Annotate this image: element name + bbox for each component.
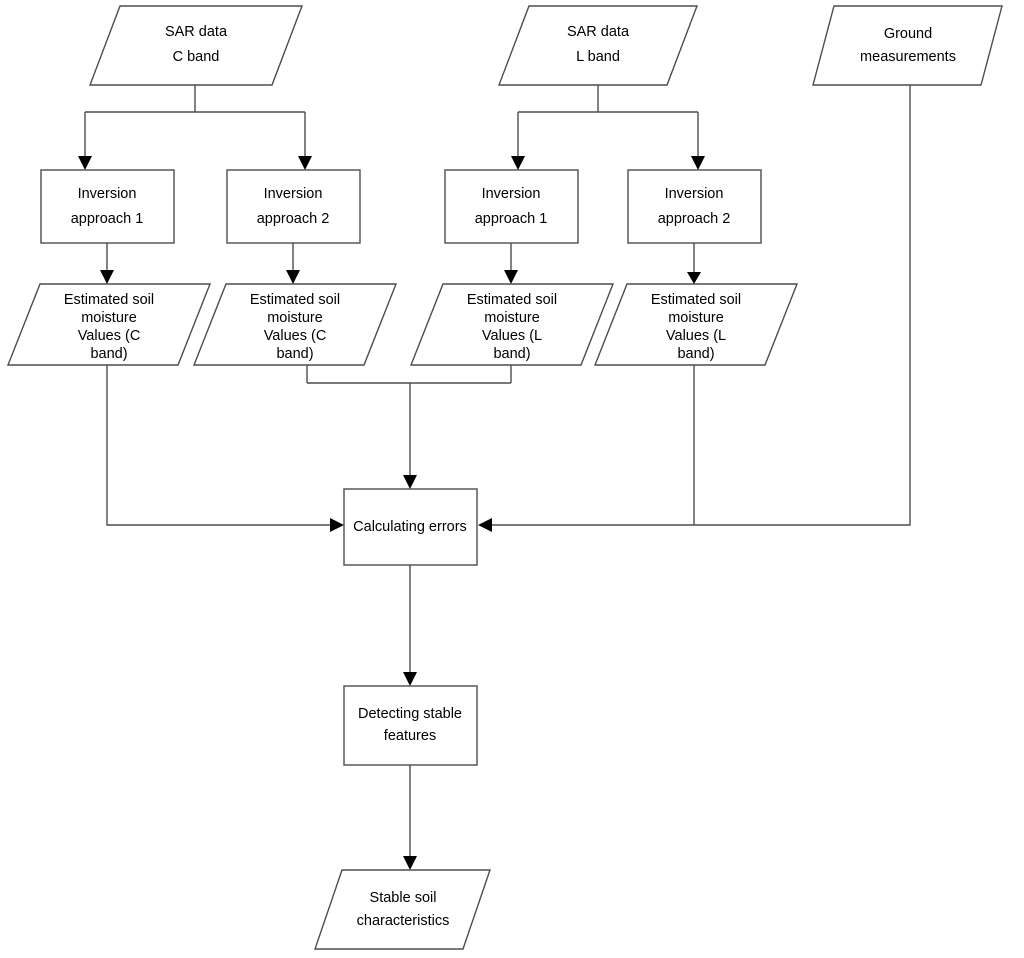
est-l2-label-line1: Estimated soil (651, 292, 741, 308)
ground-label-line2: measurements (860, 49, 956, 65)
edge-ground-to-calc (492, 85, 911, 526)
node-inversion-approach-1-c[interactable]: Inversion approach 1 (40, 169, 175, 244)
inv-c2-label-line1: Inversion (264, 186, 323, 202)
node-estimated-soil-moisture-l-2[interactable]: Estimated soil moisture Values (L band) (593, 283, 799, 366)
sar-c-label-line2: C band (173, 49, 220, 65)
detect-label-line1: Detecting stable (358, 706, 462, 722)
arrowhead-invl2-to-estl2 (687, 272, 701, 284)
est-c2-label-line3: Values (C (264, 328, 327, 344)
edge-estc1-to-calc (106, 365, 330, 526)
est-c1-parallelogram[interactable] (6, 283, 212, 366)
sar-c-label-line1: SAR data (165, 24, 228, 40)
node-inversion-approach-1-l[interactable]: Inversion approach 1 (444, 169, 579, 244)
est-l1-parallelogram[interactable] (409, 283, 615, 366)
arrowhead-sar-l-to-inv1 (511, 156, 525, 170)
ground-label-line1: Ground (884, 26, 932, 42)
est-c1-label-line4: band) (90, 346, 127, 362)
est-c2-parallelogram[interactable] (192, 283, 398, 366)
sar-l-parallelogram[interactable] (497, 5, 699, 86)
arrowhead-sar-c-to-inv2 (298, 156, 312, 170)
est-c2-label-line2: moisture (267, 310, 323, 326)
connector-layer (78, 85, 911, 870)
arrowhead-invc2-to-estc2 (286, 270, 300, 284)
edge-estc2-estl1-merge-to-calc (306, 365, 512, 478)
node-stable-soil-characteristics[interactable]: Stable soil characteristics (314, 869, 491, 950)
node-estimated-soil-moisture-l-1[interactable]: Estimated soil moisture Values (L band) (409, 283, 615, 366)
arrowhead-merge-to-calc (403, 475, 417, 489)
node-estimated-soil-moisture-c-1[interactable]: Estimated soil moisture Values (C band) (6, 283, 212, 366)
sar-l-label-line1: SAR data (567, 24, 630, 40)
arrowhead-estc1-to-calc (330, 518, 344, 532)
node-calculating-errors[interactable]: Calculating errors (343, 488, 478, 566)
arrowhead-invl1-to-estl1 (504, 270, 518, 284)
arrowhead-sar-l-to-inv2 (691, 156, 705, 170)
inv-l2-rect[interactable] (627, 169, 762, 244)
stable-parallelogram[interactable] (314, 869, 491, 950)
est-l1-label-line2: moisture (484, 310, 540, 326)
calc-errors-rect[interactable] (343, 488, 478, 566)
inv-c2-rect[interactable] (226, 169, 361, 244)
node-sar-data-l-band[interactable]: SAR data L band (497, 5, 699, 86)
est-l1-label-line1: Estimated soil (467, 292, 557, 308)
node-sar-data-c-band[interactable]: SAR data C band (88, 5, 304, 86)
inv-l1-rect[interactable] (444, 169, 579, 244)
inv-l1-label-line2: approach 1 (475, 211, 548, 227)
sar-c-parallelogram[interactable] (88, 5, 304, 86)
ground-parallelogram[interactable] (812, 5, 1003, 86)
est-l2-parallelogram[interactable] (593, 283, 799, 366)
est-c1-label-line3: Values (C (78, 328, 141, 344)
est-l2-label-line2: moisture (668, 310, 724, 326)
inv-c1-label-line1: Inversion (78, 186, 137, 202)
inv-l2-label-line2: approach 2 (658, 211, 731, 227)
detect-rect[interactable] (343, 685, 478, 766)
inv-l2-label-line1: Inversion (665, 186, 724, 202)
inv-c2-label-line2: approach 2 (257, 211, 330, 227)
arrowhead-sar-c-to-inv1 (78, 156, 92, 170)
est-l1-label-line3: Values (L (482, 328, 542, 344)
detect-label-line2: features (384, 728, 436, 744)
inv-l1-label-line1: Inversion (482, 186, 541, 202)
node-estimated-soil-moisture-c-2[interactable]: Estimated soil moisture Values (C band) (192, 283, 398, 366)
inv-c1-label-line2: approach 1 (71, 211, 144, 227)
node-detecting-stable-features[interactable]: Detecting stable features (343, 685, 478, 766)
arrowhead-detect-to-stable (403, 856, 417, 870)
arrowhead-calc-to-detect (403, 672, 417, 686)
est-c2-label-line1: Estimated soil (250, 292, 340, 308)
stable-label-line2: characteristics (357, 913, 450, 929)
node-ground-measurements[interactable]: Ground measurements (812, 5, 1003, 86)
est-l1-label-line4: band) (493, 346, 530, 362)
inv-c1-rect[interactable] (40, 169, 175, 244)
est-c1-label-line1: Estimated soil (64, 292, 154, 308)
edge-sar-c-split (84, 85, 306, 160)
est-c1-label-line2: moisture (81, 310, 137, 326)
sar-l-label-line2: L band (576, 49, 620, 65)
est-c2-label-line4: band) (276, 346, 313, 362)
edge-sar-l-split (517, 85, 699, 160)
node-inversion-approach-2-l[interactable]: Inversion approach 2 (627, 169, 762, 244)
est-l2-label-line4: band) (677, 346, 714, 362)
node-inversion-approach-2-c[interactable]: Inversion approach 2 (226, 169, 361, 244)
arrowhead-ground-to-calc (478, 518, 492, 532)
stable-label-line1: Stable soil (370, 890, 437, 906)
est-l2-label-line3: Values (L (666, 328, 726, 344)
calc-errors-label: Calculating errors (353, 519, 467, 535)
arrowhead-invc1-to-estc1 (100, 270, 114, 284)
